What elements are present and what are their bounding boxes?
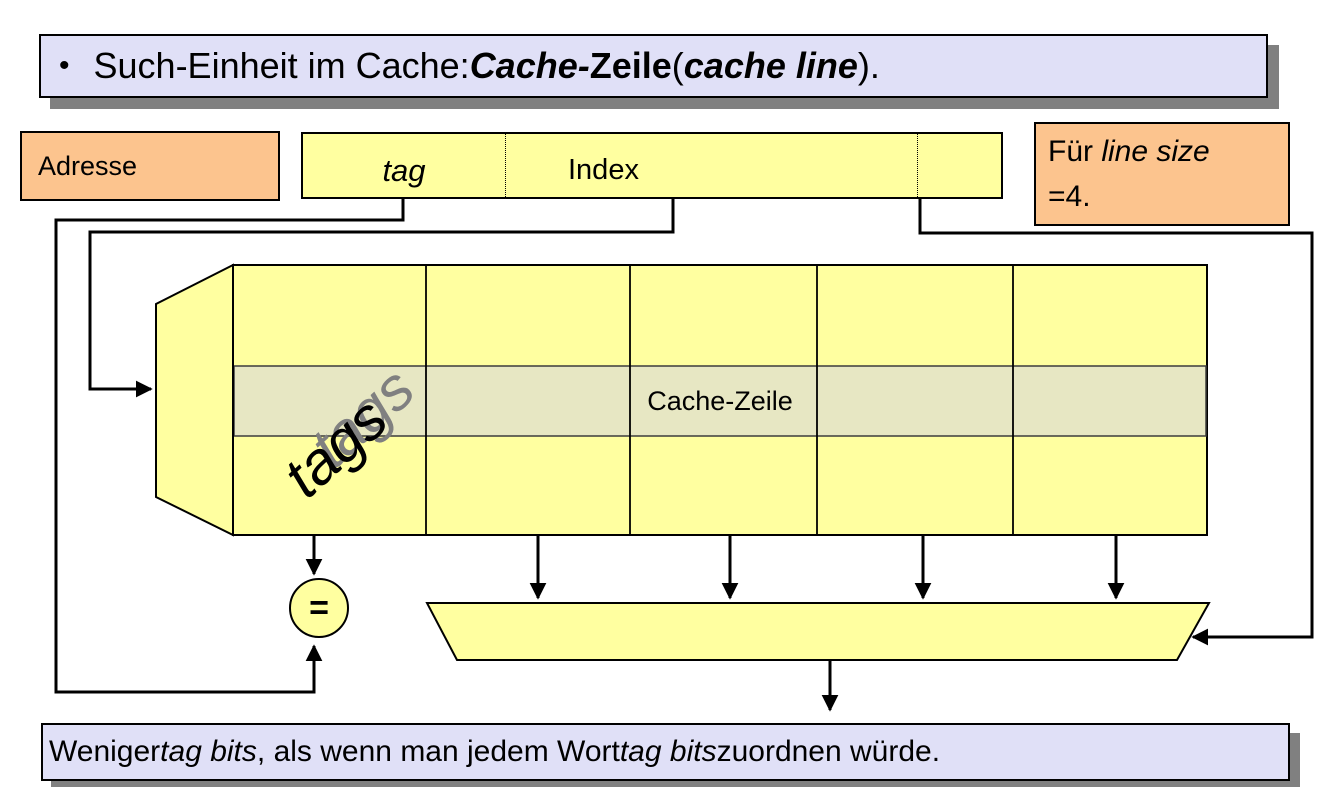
index-to-tags-store-line: [88, 199, 675, 398]
bottom-run-italic-1: tag bits: [160, 735, 257, 768]
comparator-circle: [289, 578, 349, 638]
tag-field-label: tag: [382, 152, 426, 188]
cache-line-row-label: Cache-Zeile: [647, 385, 793, 416]
bottom-run-italic-2: tag bits: [619, 735, 717, 768]
data-column-arrows: [529, 536, 1125, 600]
title-box: • Such-Einheit im Cache: Cache- Zeile ( …: [39, 34, 1268, 98]
index-field: Index: [506, 134, 918, 197]
offset-field: [918, 134, 1001, 197]
bottom-run-regular-1: Weniger: [49, 735, 161, 768]
title-run-bold-1: Zeile: [589, 45, 672, 86]
note-line1-italic: line size: [1101, 135, 1210, 168]
tag-to-comparator-line: [54, 199, 405, 694]
title-run-regular-3: ).: [857, 45, 880, 86]
address-bar: tag Index: [301, 132, 1003, 199]
note-line-1: Für line size: [1048, 129, 1276, 174]
title-run-bold-italic-1: Cache-: [469, 45, 590, 86]
bullet-glyph: •: [59, 49, 70, 82]
comparator-label: =: [309, 588, 329, 627]
line-size-note-box: Für line size =4.: [1034, 122, 1290, 226]
cache-line-row-label-container: Cache-Zeile: [233, 366, 1207, 436]
address-label: Adresse: [38, 150, 138, 181]
address-label-box: Adresse: [20, 131, 280, 201]
offset-to-mux-line: [918, 199, 1314, 646]
bottom-run-regular-3: zuordnen würde.: [716, 735, 941, 768]
index-field-label: Index: [568, 154, 639, 186]
multiplexer-shape: [425, 602, 1211, 661]
title-run-regular-1: Such-Einheit im Cache:: [93, 45, 470, 86]
bottom-run-regular-2: , als wenn man jedem Wort: [256, 735, 620, 768]
cache-grid-column-lines: [425, 265, 1014, 535]
bottom-note-box: Weniger tag bits , als wenn man jedem Wo…: [41, 723, 1290, 781]
cache-line-highlight-row: [233, 365, 1207, 437]
tags-store-shape: [155, 263, 234, 537]
note-line-2: =4.: [1048, 180, 1091, 213]
title-run-regular-2: (: [671, 45, 684, 86]
tag-field: tag: [303, 134, 506, 197]
title-run-bold-italic-2: cache line: [683, 45, 858, 86]
note-line1-regular: Für: [1048, 135, 1102, 168]
